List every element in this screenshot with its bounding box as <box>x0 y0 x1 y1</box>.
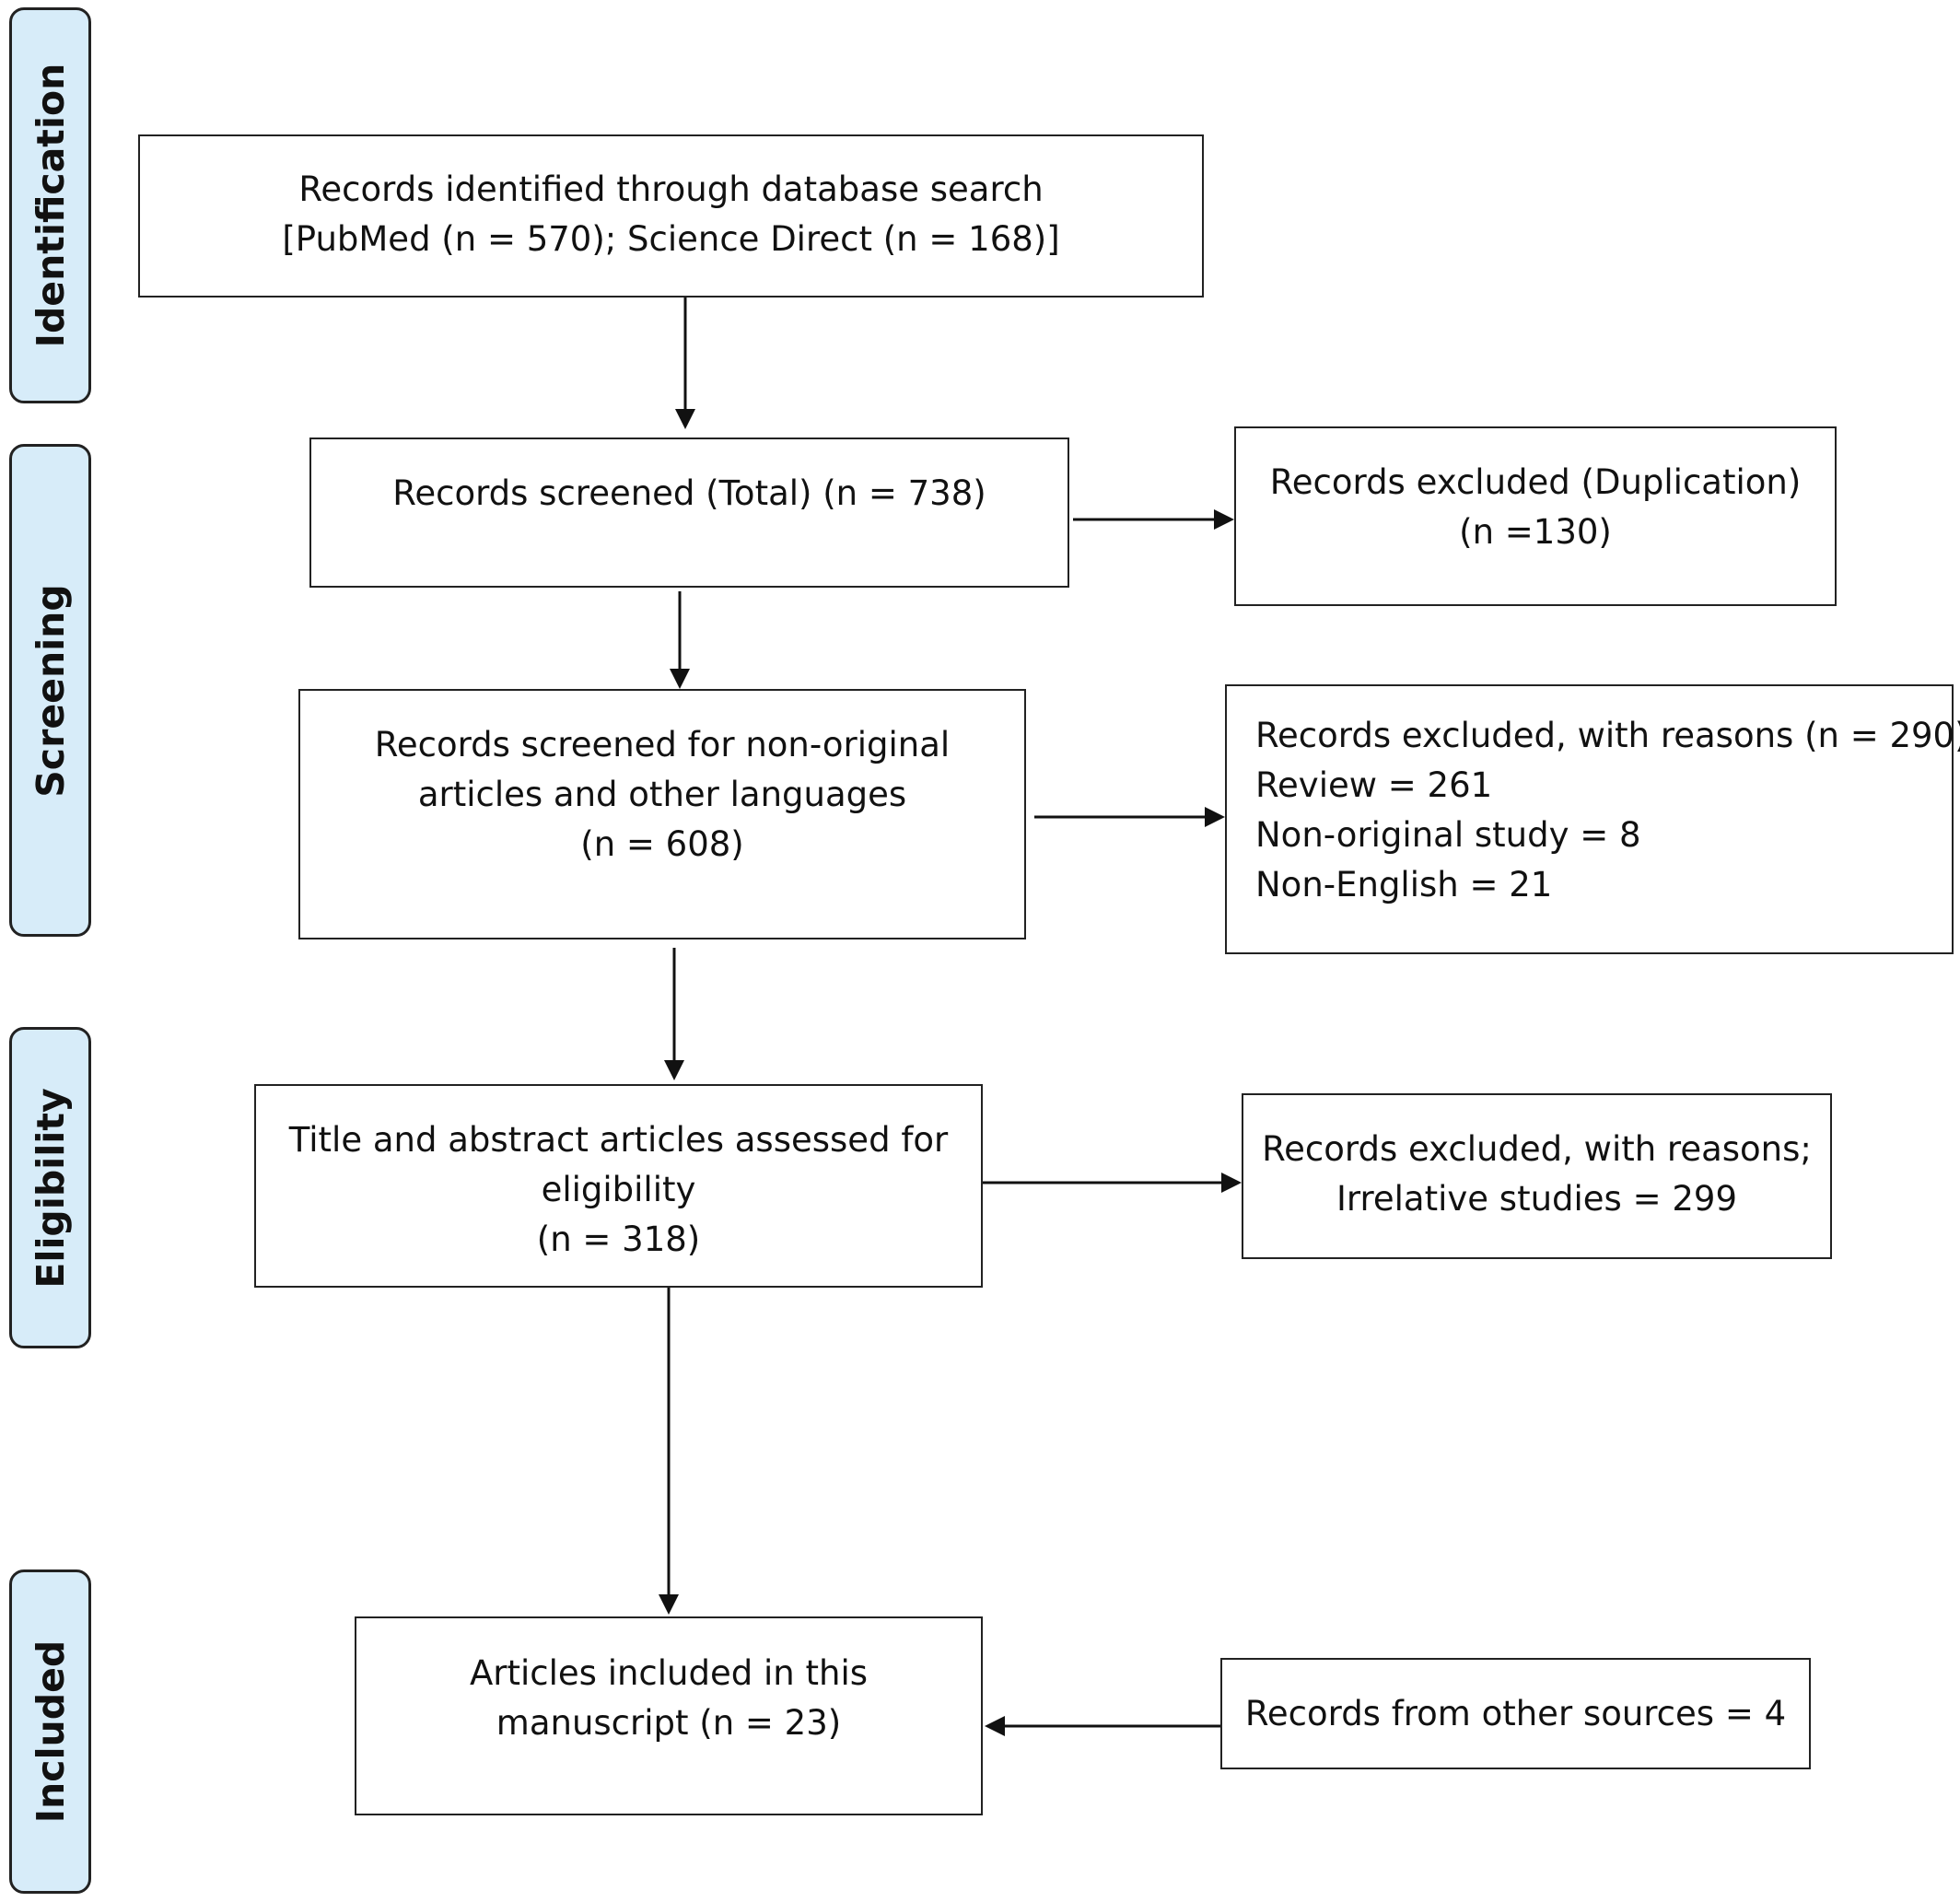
phase-identification: Identification <box>9 7 91 403</box>
box-records-screened-total: Records screened (Total) (n = 738) <box>309 438 1069 588</box>
box-eligibility-assessed-line2: eligibility <box>541 1170 696 1209</box>
arrowhead-identified-to-screened <box>675 409 695 429</box>
box-records-excluded-duplication-line1: Records excluded (Duplication) <box>1269 462 1802 502</box>
box-records-other-sources-line1: Records from other sources = 4 <box>1244 1694 1787 1733</box>
box-records-other-sources: Records from other sources = 4 <box>1220 1658 1811 1769</box>
box-records-identified-line1: Records identified through database sear… <box>298 169 1044 209</box>
phase-included-label: Included <box>28 1639 73 1824</box>
box-records-excluded-irrelative-line1: Records excluded, with reasons; <box>1262 1129 1812 1169</box>
box-records-excluded-duplication-line2: (n =130) <box>1459 512 1612 552</box>
phase-identification-label: Identification <box>28 63 73 348</box>
box-articles-included: Articles included in this manuscript (n … <box>355 1616 983 1815</box>
phase-eligibility: Eligibility <box>9 1027 91 1348</box>
box-records-excluded-reasons-line4: Non-English = 21 <box>1255 865 1553 904</box>
box-records-excluded-reasons-line3: Non-original study = 8 <box>1255 815 1641 855</box>
box-records-excluded-duplication: Records excluded (Duplication) (n =130) <box>1234 426 1837 606</box>
phase-included: Included <box>9 1569 91 1894</box>
box-records-screened-nonoriginal-line1: Records screened for non-original <box>374 725 951 764</box>
arrowhead-screened-to-excluded-duplication <box>1214 509 1234 530</box>
box-records-excluded-reasons: Records excluded, with reasons (n = 290)… <box>1225 684 1960 954</box>
box-eligibility-assessed: Title and abstract articles assessed for… <box>254 1084 983 1288</box>
arrowhead-eligibility-to-included <box>659 1594 679 1615</box>
box-records-screened-nonoriginal-line2: articles and other languages <box>417 775 907 814</box>
box-records-screened-nonoriginal: Records screened for non-original articl… <box>298 689 1026 939</box>
box-records-excluded-reasons-line2: Review = 261 <box>1255 765 1493 805</box>
box-eligibility-assessed-line3: (n = 318) <box>536 1219 701 1259</box>
box-records-excluded-irrelative: Records excluded, with reasons; Irrelati… <box>1242 1093 1832 1259</box>
box-records-excluded-irrelative-line2: Irrelative studies = 299 <box>1336 1179 1737 1219</box>
arrowhead-nonoriginal-to-eligibility <box>664 1060 684 1080</box>
box-articles-included-line1: Articles included in this <box>469 1653 869 1693</box>
phase-screening: Screening <box>9 444 91 937</box>
arrowhead-other-sources-to-included <box>985 1716 1005 1736</box>
phase-eligibility-label: Eligibility <box>28 1087 73 1289</box>
box-records-identified-line2: [PubMed (n = 570); Science Direct (n = 1… <box>282 219 1060 259</box>
box-records-screened-nonoriginal-line3: (n = 608) <box>580 824 744 864</box>
box-records-excluded-reasons-line1: Records excluded, with reasons (n = 290) <box>1255 716 1960 755</box>
arrowhead-screened-to-nonoriginal <box>670 669 690 689</box>
arrowhead-nonoriginal-to-excluded-reasons <box>1205 807 1225 827</box>
box-records-identified: Records identified through database sear… <box>138 134 1204 298</box>
arrowhead-eligibility-to-excluded-irrelative <box>1221 1173 1242 1193</box>
phase-screening-label: Screening <box>28 583 73 798</box>
box-articles-included-line2: manuscript (n = 23) <box>496 1703 842 1743</box>
box-eligibility-assessed-line1: Title and abstract articles assessed for <box>288 1120 949 1160</box>
box-records-screened-total-line1: Records screened (Total) (n = 738) <box>392 473 986 513</box>
